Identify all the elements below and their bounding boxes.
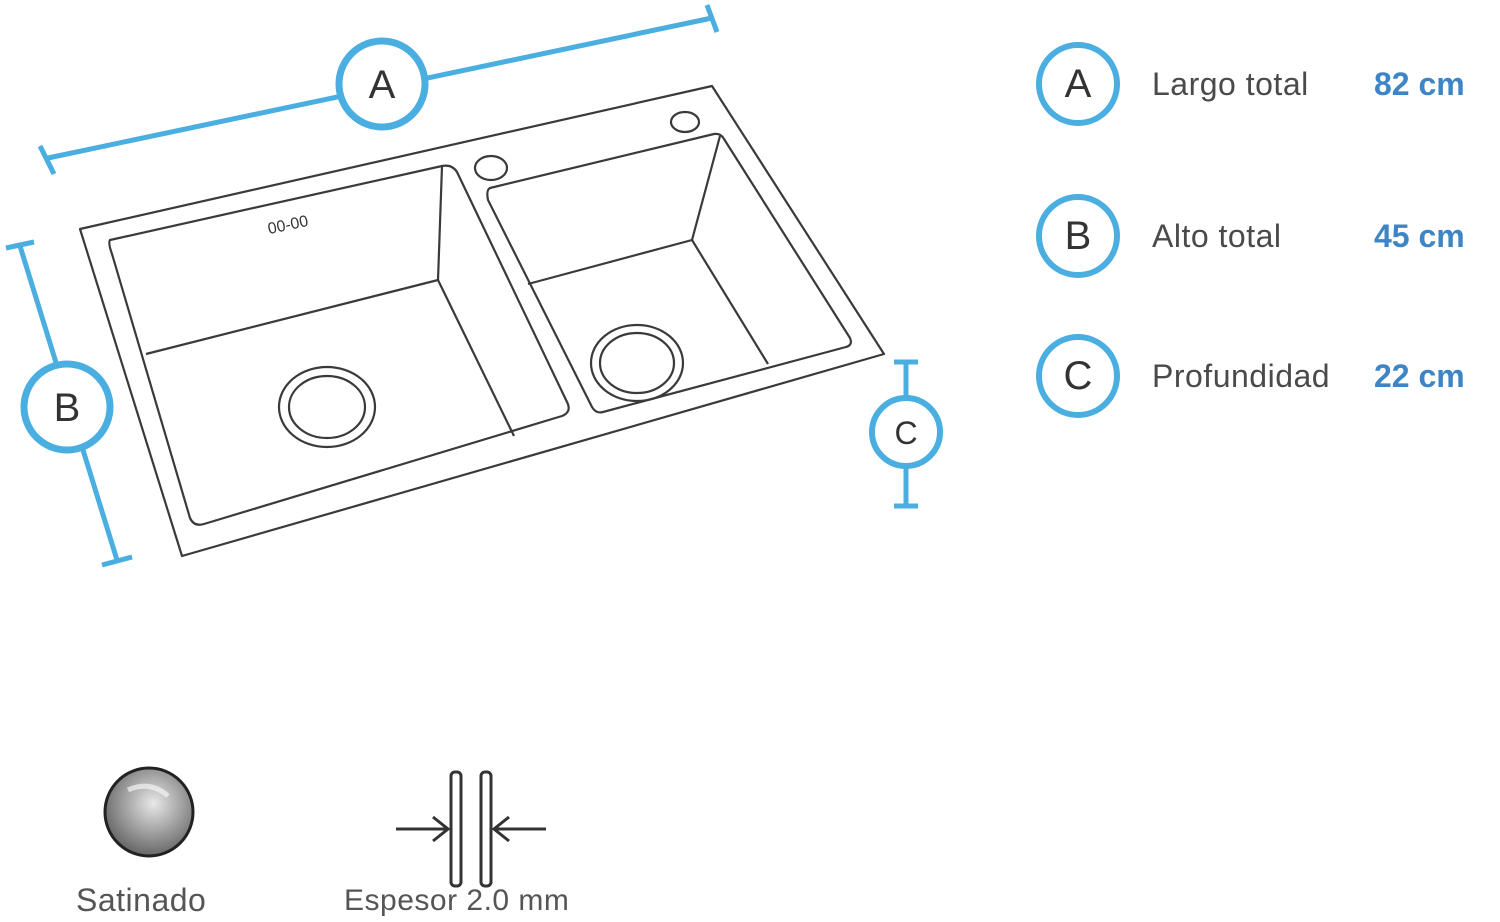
spec-value-alto-total: 45 cm xyxy=(1374,218,1465,254)
dimension-b-marker: B xyxy=(20,360,114,454)
brand-logo: 00-00 xyxy=(266,213,310,238)
dimension-c-letter: C xyxy=(894,415,917,451)
spec-marker-c: C xyxy=(1036,334,1120,418)
spec-value-profundidad: 22 cm xyxy=(1374,358,1465,394)
spec-label-profundidad: Profundidad xyxy=(1152,358,1331,394)
thickness-label: Espesor 2.0 mm xyxy=(344,884,570,917)
spec-row-a: A Largo total 82 cm xyxy=(1036,42,1486,142)
dimension-c-marker: C xyxy=(869,395,943,469)
dimension-b-letter: B xyxy=(54,386,81,430)
thickness-arrows-icon xyxy=(396,770,546,888)
spec-letter: B xyxy=(1064,213,1092,258)
spec-letter: C xyxy=(1063,353,1093,398)
spec-letter: A xyxy=(1064,61,1092,106)
spec-marker-a: A xyxy=(1036,42,1120,126)
spec-row-c: C Profundidad 22 cm xyxy=(1036,334,1486,434)
finish-label: Satinado xyxy=(76,882,207,918)
dimension-a-letter: A xyxy=(369,63,396,107)
satin-swatch-icon xyxy=(103,766,195,858)
spec-row-b: B Alto total 45 cm xyxy=(1036,194,1486,294)
spec-label-largo-total: Largo total xyxy=(1152,66,1309,102)
sink-outline xyxy=(78,84,886,558)
spec-value-largo-total: 82 cm xyxy=(1374,66,1465,102)
dimension-a-marker: A xyxy=(335,37,429,131)
spec-label-alto-total: Alto total xyxy=(1152,218,1282,254)
spec-marker-b: B xyxy=(1036,194,1120,278)
